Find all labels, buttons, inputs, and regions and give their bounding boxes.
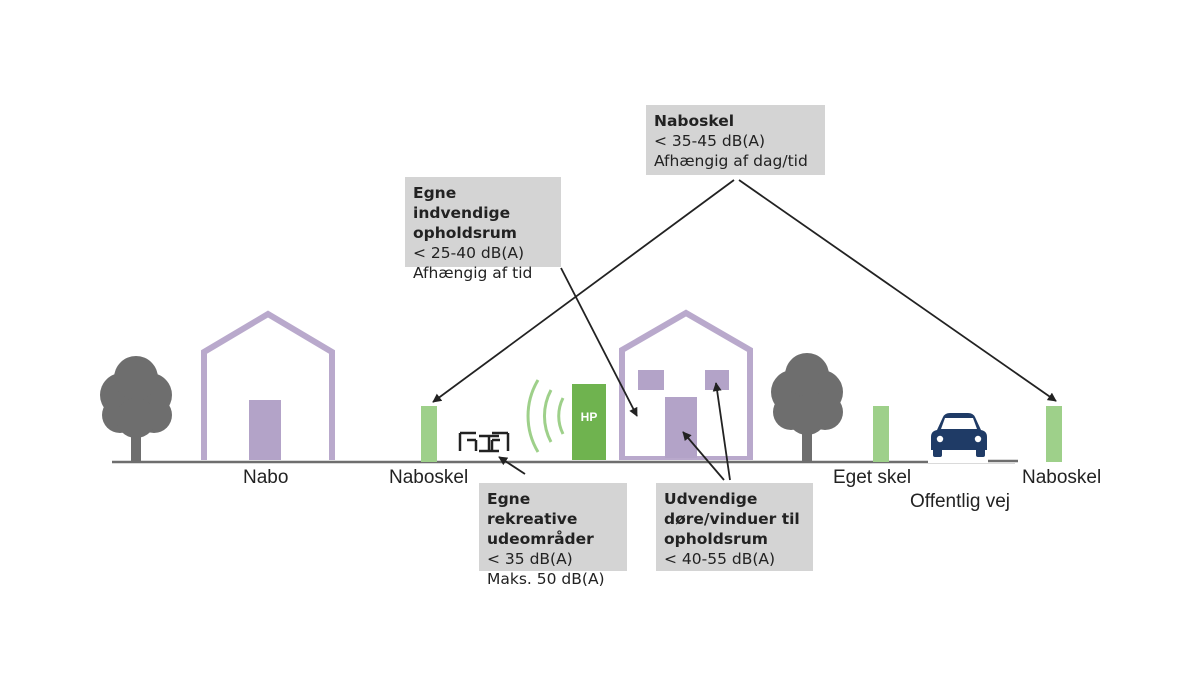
- callout-exterior-openings: Udvendige døre/vinduer til opholdsrum < …: [656, 483, 813, 571]
- own-house-icon: [619, 309, 753, 460]
- car-icon: [931, 413, 987, 457]
- callout-title: Egne indvendige: [413, 184, 511, 222]
- garden-table-icon: [458, 431, 510, 453]
- arrow-to-window: [712, 382, 731, 481]
- callout-line: Afhængig af dag/tid: [654, 152, 808, 170]
- heat-pump-label: HP: [581, 410, 598, 424]
- label-property-line-left: Naboskel: [389, 467, 469, 488]
- arrow-to-left-property-line: [432, 179, 735, 403]
- callout-line: < 40-55 dB(A): [664, 550, 776, 568]
- house-window-left: [638, 370, 664, 390]
- heat-pump-unit: [572, 384, 606, 460]
- callout-title: Naboskel: [654, 112, 735, 130]
- house-window-right: [705, 370, 729, 390]
- house-door: [665, 397, 697, 458]
- arrow-to-outdoor-area: [498, 456, 526, 475]
- callout-title: Udvendige: [664, 490, 758, 508]
- arrow-to-door: [682, 431, 725, 481]
- tree-icon: [771, 353, 843, 462]
- property-line-post-left: [421, 406, 437, 462]
- callout-line: < 25-40 dB(A): [413, 244, 525, 262]
- callout-title: udeområder: [487, 530, 594, 548]
- label-neighbor: Nabo: [243, 467, 289, 488]
- arrow-to-right-property-line: [738, 179, 1057, 402]
- callout-outdoor-areas: Egne rekreative udeområder < 35 dB(A) Ma…: [479, 483, 627, 588]
- callout-line: Afhængig af tid: [413, 264, 533, 282]
- callout-title: opholdsrum: [413, 224, 517, 242]
- callout-title: døre/vinduer til: [664, 510, 800, 528]
- label-property-line-right: Naboskel: [1022, 467, 1102, 488]
- neighbor-house-icon: [201, 310, 335, 460]
- callout-line: Maks. 50 dB(A): [487, 570, 605, 588]
- sound-waves-icon: [526, 379, 565, 453]
- tree-icon: [100, 356, 172, 462]
- callout-title: Egne rekreative: [487, 490, 578, 528]
- label-own-property-line: Eget skel: [833, 467, 912, 488]
- callout-property-line: Naboskel < 35-45 dB(A) Afhængig af dag/t…: [646, 105, 825, 175]
- label-public-road: Offentlig vej: [910, 491, 1010, 512]
- callout-line: < 35 dB(A): [487, 550, 573, 568]
- arrow-to-indoor-rooms: [560, 267, 638, 417]
- callout-line: < 35-45 dB(A): [654, 132, 766, 150]
- callout-title: opholdsrum: [664, 530, 768, 548]
- callout-indoor-rooms: Egne indvendige opholdsrum < 25-40 dB(A)…: [405, 177, 561, 282]
- property-line-post-right: [1046, 406, 1062, 462]
- own-property-line-post: [873, 406, 889, 462]
